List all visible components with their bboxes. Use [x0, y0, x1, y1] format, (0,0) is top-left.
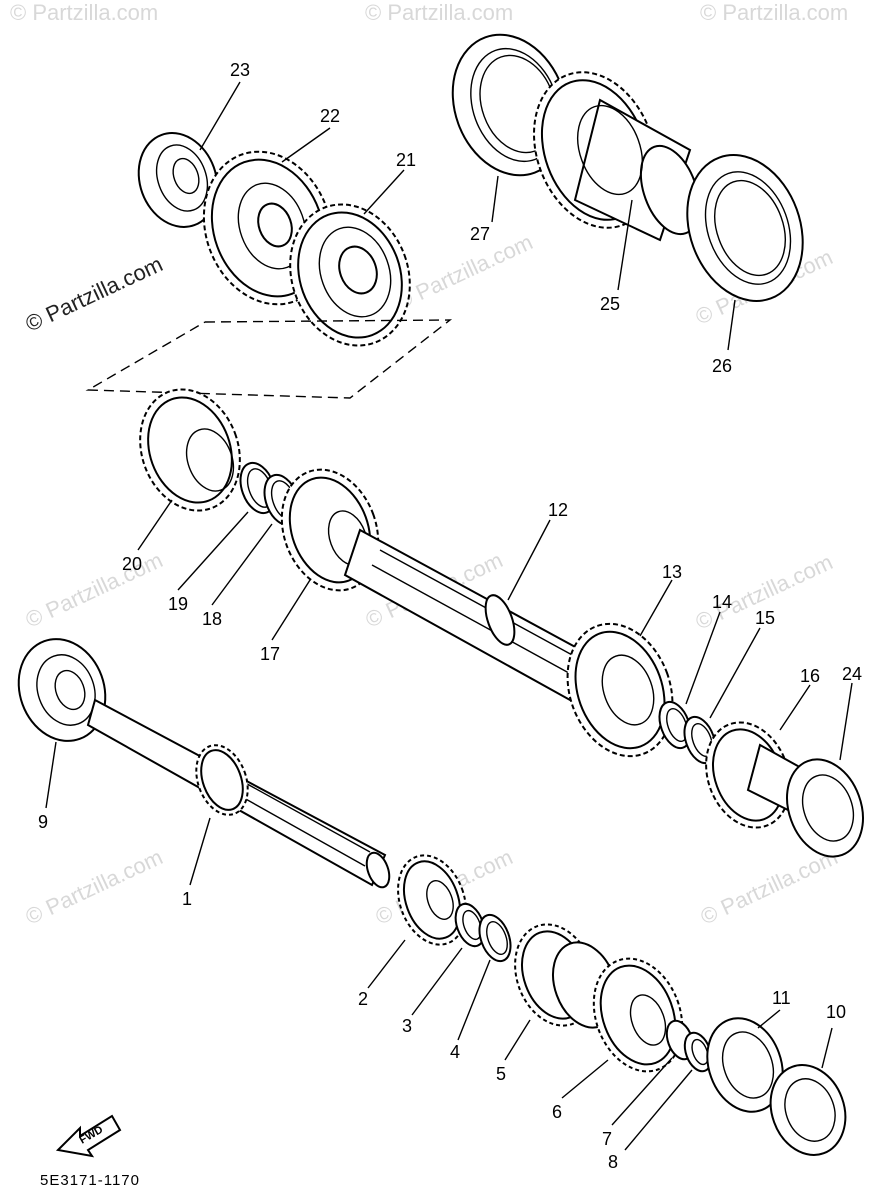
washer-3: [454, 902, 486, 948]
bearing-24: [786, 758, 864, 858]
gear-21: [289, 203, 411, 347]
callout-10: 10: [826, 1002, 846, 1022]
gear-13: [566, 622, 674, 758]
gear-2: [397, 854, 467, 946]
main-axle-1: [86, 698, 391, 889]
callout-7: 7: [602, 1129, 612, 1149]
oil-seal-10: [769, 1064, 847, 1156]
bearing-11: [706, 1017, 784, 1113]
callout-16: 16: [800, 666, 820, 686]
washer-14: [658, 700, 692, 750]
bearing-9: [17, 638, 107, 742]
callout-13: 13: [662, 562, 682, 582]
callout-21: 21: [396, 150, 416, 170]
callout-25: 25: [600, 294, 620, 314]
callout-22: 22: [320, 106, 340, 126]
fwd-arrow-icon: FWD: [55, 1114, 122, 1158]
callout-19: 19: [168, 594, 188, 614]
watermark: © Partzilla.com: [22, 547, 167, 632]
callout-3: 3: [402, 1016, 412, 1036]
circlip-4: [478, 913, 512, 963]
bearing-23: [137, 132, 219, 228]
gear-25: [533, 71, 701, 242]
watermark: © Partzilla.com: [22, 844, 167, 929]
gear-6: [592, 957, 684, 1073]
gear-5: [514, 923, 618, 1029]
group-bracket: [85, 319, 453, 399]
callout-17: 17: [260, 644, 280, 664]
gear-20: [139, 388, 241, 512]
callout-5: 5: [496, 1064, 506, 1084]
diagram-code: 5E3171-1170: [40, 1172, 140, 1189]
callout-20: 20: [122, 554, 142, 574]
callout-6: 6: [552, 1102, 562, 1122]
leader-lines: [45, 81, 853, 1151]
callout-2: 2: [358, 989, 368, 1009]
watermark: © Partzilla.com: [700, 0, 848, 25]
callout-24: 24: [842, 664, 862, 684]
watermark: © Partzilla.com: [365, 0, 513, 25]
watermark: © Partzilla.com: [22, 251, 167, 336]
watermark: © Partzilla.com: [392, 229, 537, 314]
callout-23: 23: [230, 60, 250, 80]
callouts: 23 22 21 27 25 26 20 19 18 17 12 13 14 1…: [38, 60, 862, 1172]
callout-4: 4: [450, 1042, 460, 1062]
callout-26: 26: [712, 356, 732, 376]
callout-27: 27: [470, 224, 490, 244]
callout-14: 14: [712, 592, 732, 612]
bearing-26: [686, 154, 804, 302]
callout-11: 11: [772, 988, 791, 1008]
watermark: © Partzilla.com: [697, 844, 842, 929]
callout-8: 8: [608, 1152, 618, 1172]
callout-1: 1: [182, 889, 192, 909]
callout-18: 18: [202, 609, 222, 629]
callout-12: 12: [548, 500, 568, 520]
watermark: © Partzilla.com: [10, 0, 158, 25]
callout-15: 15: [755, 608, 775, 628]
callout-9: 9: [38, 812, 48, 832]
